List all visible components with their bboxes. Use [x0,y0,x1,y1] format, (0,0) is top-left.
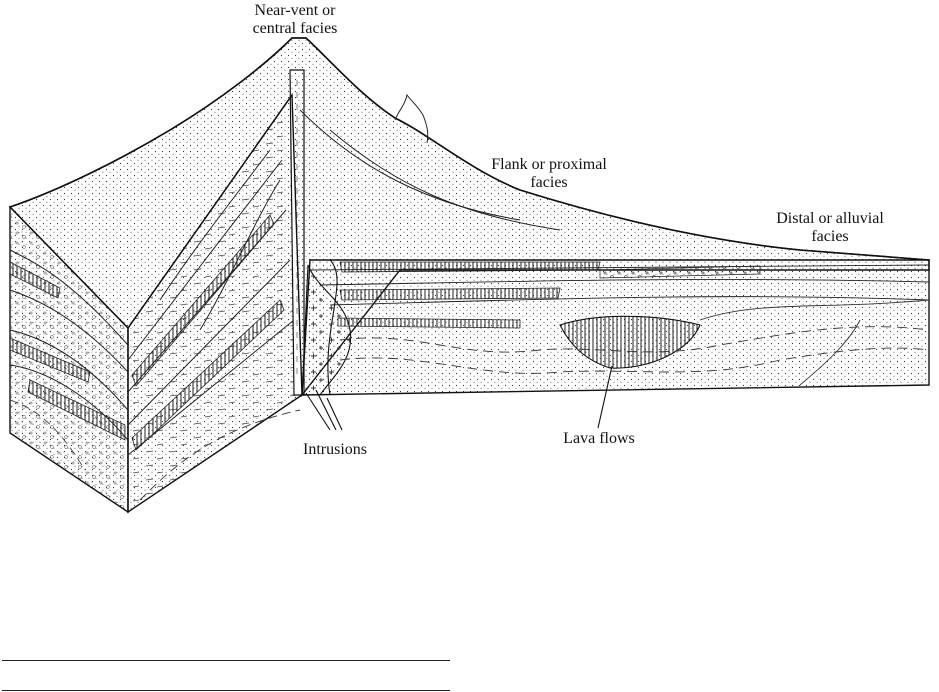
label-distal-line1: Distal or alluvial [750,210,910,228]
label-distal-facies: Distal or alluvial facies [750,210,910,246]
right-block-face [302,260,929,395]
label-flank-line2: facies [474,174,624,192]
divider-rule-top [2,660,450,661]
label-flank-facies: Flank or proximal facies [474,156,624,192]
label-flank-line1: Flank or proximal [474,156,624,174]
label-distal-line2: facies [750,228,910,246]
label-lava-flows: Lava flows [547,430,651,448]
label-near-vent-facies: Near-vent or central facies [239,2,351,38]
label-near-vent-line2: central facies [239,20,351,38]
divider-rule-bottom [2,690,450,691]
label-near-vent-line1: Near-vent or [239,2,351,20]
label-intrusions: Intrusions [289,441,381,459]
